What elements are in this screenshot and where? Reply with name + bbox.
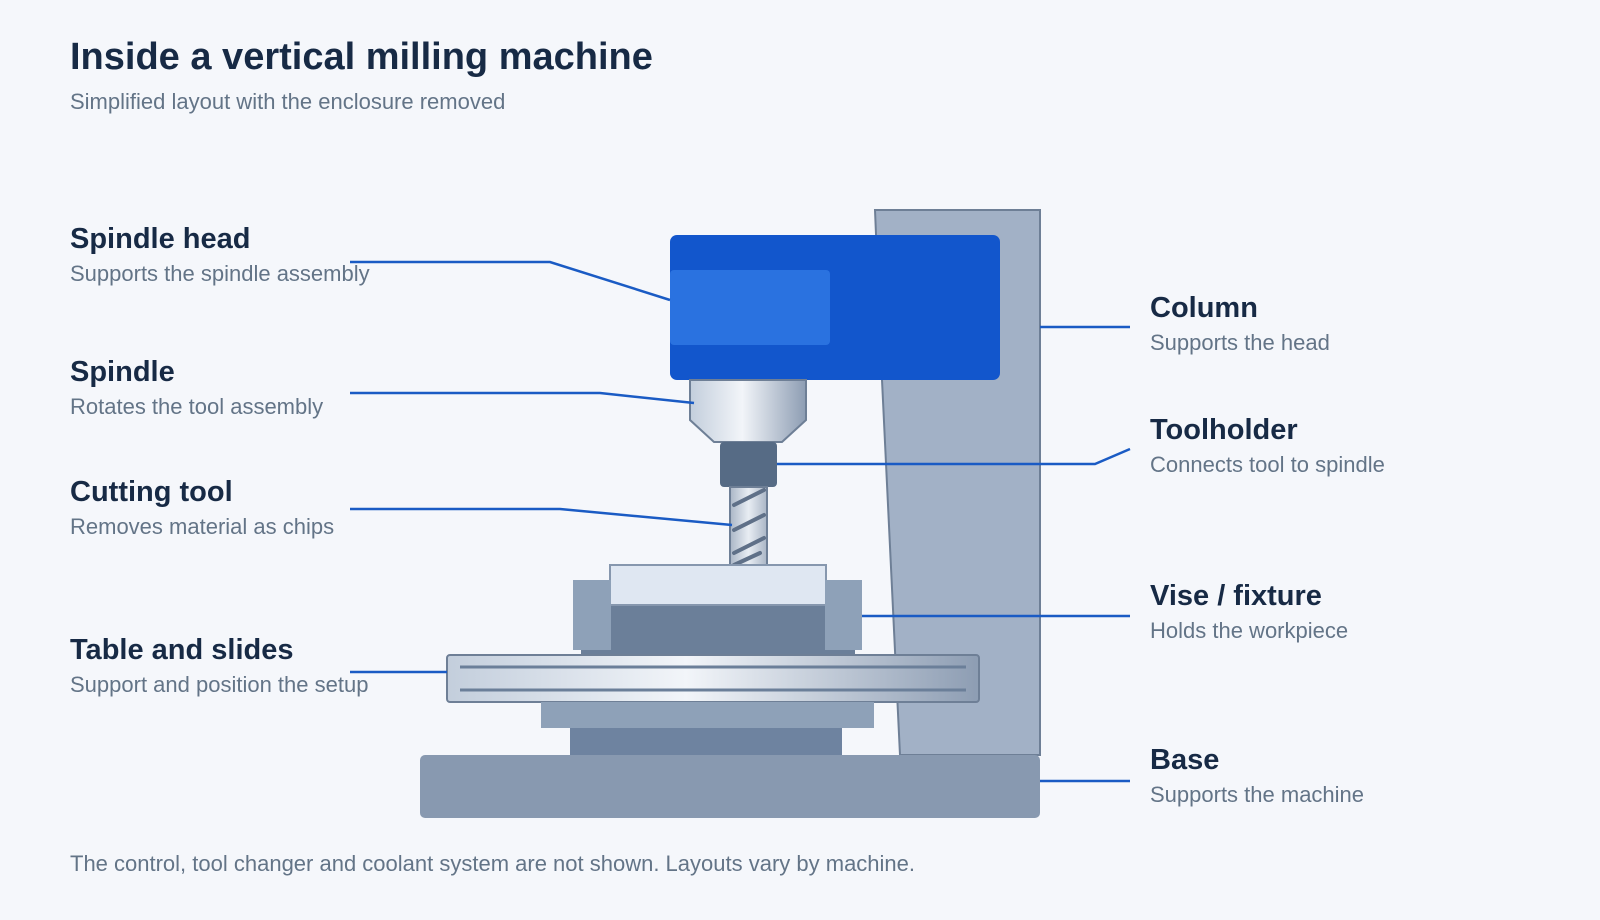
label-cutting-tool: Cutting tool Removes material as chips <box>70 474 334 542</box>
base-part <box>420 755 1040 818</box>
label-toolholder: Toolholder Connects tool to spindle <box>1150 412 1385 480</box>
label-table-slides: Table and slides Support and position th… <box>70 632 368 700</box>
leader-toolholder <box>777 447 1131 466</box>
label-toolholder-name: Toolholder <box>1150 414 1298 446</box>
vise-jaw-right <box>825 580 862 650</box>
label-spindle-head-name: Spindle head <box>70 223 251 255</box>
label-spindle: Spindle Rotates the tool assembly <box>70 354 323 422</box>
label-column-name: Column <box>1150 292 1258 324</box>
label-vise-desc: Holds the workpiece <box>1150 618 1349 643</box>
table-part <box>446 654 980 703</box>
label-spindle-desc: Rotates the tool assembly <box>70 394 324 419</box>
label-cutting-tool-desc: Removes material as chips <box>70 514 335 539</box>
label-base-desc: Supports the machine <box>1150 782 1365 807</box>
label-column: Column Supports the head <box>1150 290 1330 358</box>
label-column-desc: Supports the head <box>1150 330 1330 355</box>
saddle-part <box>541 702 874 728</box>
label-vise-name: Vise / fixture <box>1150 580 1322 612</box>
leader-spindle <box>350 391 695 405</box>
label-spindle-name: Spindle <box>70 356 175 388</box>
tool-flutes <box>732 488 766 567</box>
label-table-slides-name: Table and slides <box>70 634 294 666</box>
label-cutting-tool-name: Cutting tool <box>70 476 233 508</box>
vise-base-part <box>581 600 855 656</box>
label-spindle-head-desc: Supports the spindle assembly <box>70 261 370 286</box>
label-toolholder-desc: Connects tool to spindle <box>1150 452 1385 477</box>
spindle-head-highlight <box>670 270 830 345</box>
label-base-name: Base <box>1150 744 1220 776</box>
footnote: The control, tool changer and coolant sy… <box>70 851 916 876</box>
label-table-slides-desc: Support and position the setup <box>70 672 369 697</box>
vise-jaw-left <box>573 580 611 650</box>
leader-spindle-head <box>350 260 671 302</box>
page-subtitle: Simplified layout with the enclosure rem… <box>70 89 506 114</box>
workpiece-part <box>609 564 827 606</box>
toolholder-part <box>720 442 777 487</box>
page-title: Inside a vertical milling machine <box>70 36 653 78</box>
label-vise: Vise / fixture Holds the workpiece <box>1150 578 1348 646</box>
leader-cutting-tool <box>350 507 733 527</box>
knee-part <box>570 728 842 755</box>
label-base: Base Supports the machine <box>1150 742 1364 810</box>
spindle-part <box>689 379 807 443</box>
label-spindle-head: Spindle head Supports the spindle assemb… <box>70 221 370 289</box>
